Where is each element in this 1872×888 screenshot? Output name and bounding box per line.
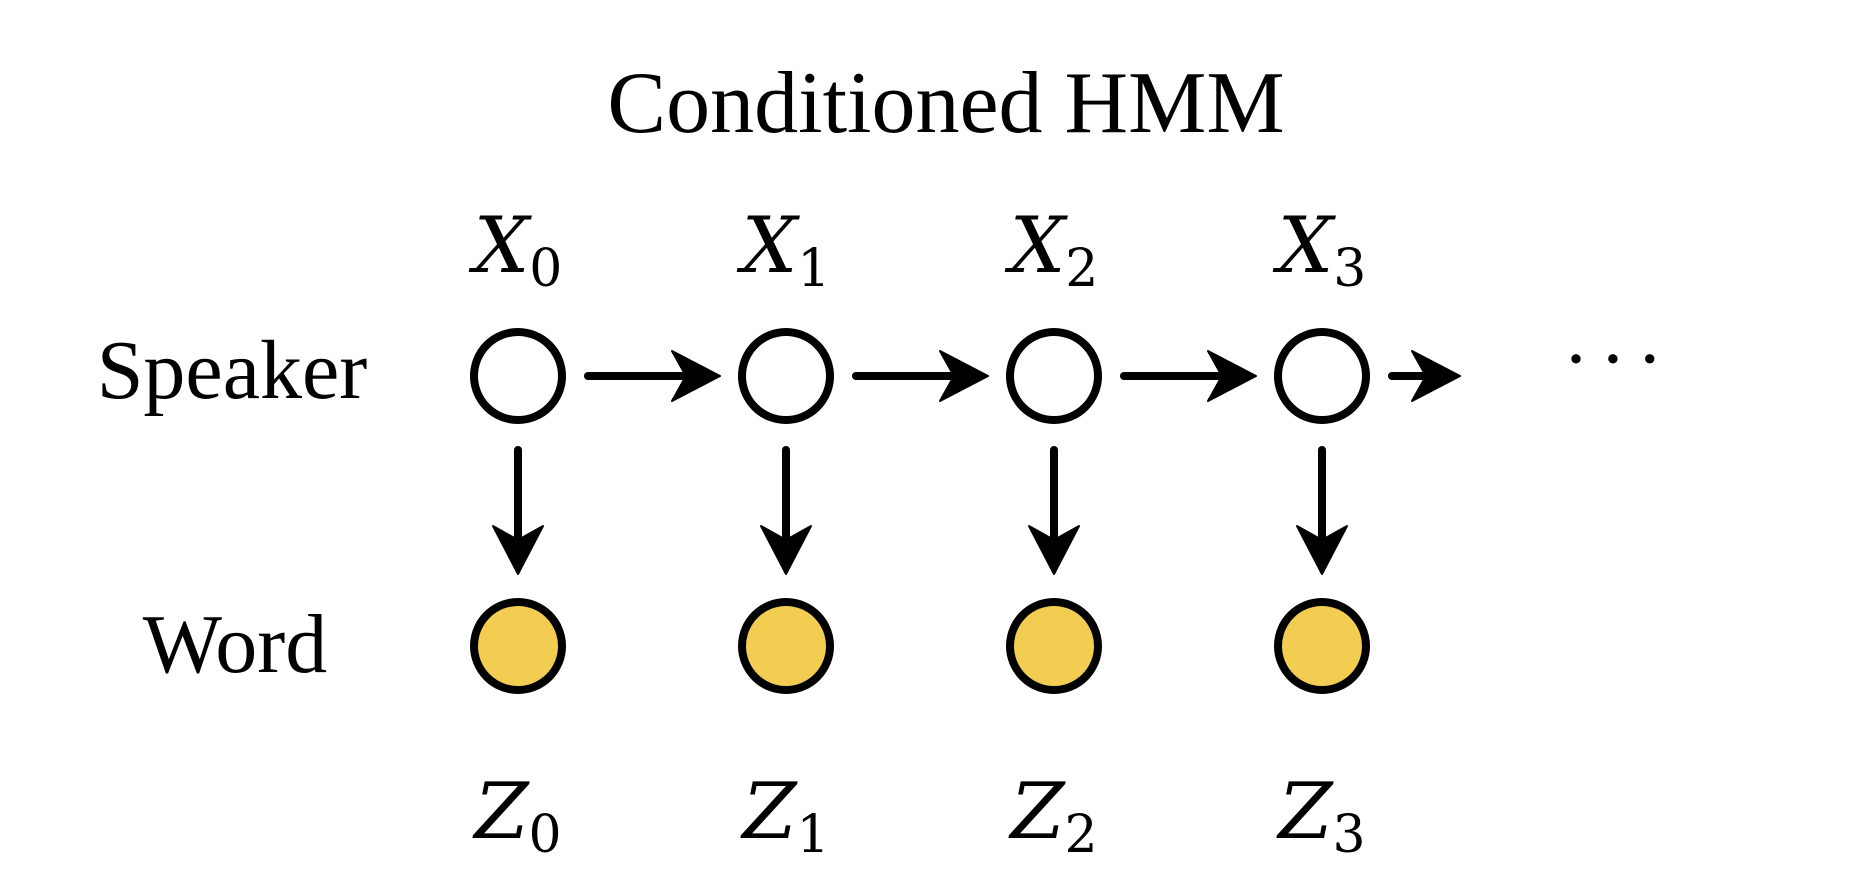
arrow-x3-continuation — [1388, 350, 1461, 402]
observed-labels: Z0 Z1 Z2 Z3 — [471, 767, 1365, 865]
observed-label-z1: Z1 — [739, 767, 829, 865]
hidden-node-x2 — [1006, 328, 1102, 424]
emission-arrows — [492, 446, 1348, 575]
observed-label-z2: Z2 — [1007, 767, 1097, 865]
hidden-node-x0 — [470, 328, 566, 424]
arrow-x0-z0 — [492, 446, 544, 575]
hidden-label-x0: X0 — [468, 201, 563, 299]
arrow-x1-x2 — [852, 350, 989, 402]
arrow-x2-z2 — [1028, 446, 1080, 575]
observed-nodes — [470, 598, 1370, 694]
hidden-label-x2: X2 — [1004, 201, 1099, 299]
hidden-nodes — [470, 328, 1370, 424]
observed-node-z0 — [470, 598, 566, 694]
arrow-x2-x3 — [1120, 350, 1257, 402]
hidden-node-x3 — [1274, 328, 1370, 424]
row-label-speaker: Speaker — [97, 324, 368, 417]
row-label-word: Word — [143, 598, 328, 691]
observed-label-z0: Z0 — [471, 767, 561, 865]
hidden-labels: X0 X1 X2 X3 — [468, 201, 1367, 299]
arrow-x1-z1 — [760, 446, 812, 575]
observed-label-z3: Z3 — [1275, 767, 1365, 865]
arrow-x3-z3 — [1296, 446, 1348, 575]
arrow-x0-x1 — [584, 350, 721, 402]
observed-node-z1 — [738, 598, 834, 694]
observed-node-z3 — [1274, 598, 1370, 694]
hidden-label-x1: X1 — [736, 201, 831, 299]
diagram-title: Conditioned HMM — [607, 55, 1284, 152]
continuation-ellipsis: ··· — [1565, 317, 1676, 401]
hidden-node-x1 — [738, 328, 834, 424]
observed-node-z2 — [1006, 598, 1102, 694]
transition-arrows — [584, 350, 1461, 402]
hidden-label-x3: X3 — [1272, 201, 1367, 299]
